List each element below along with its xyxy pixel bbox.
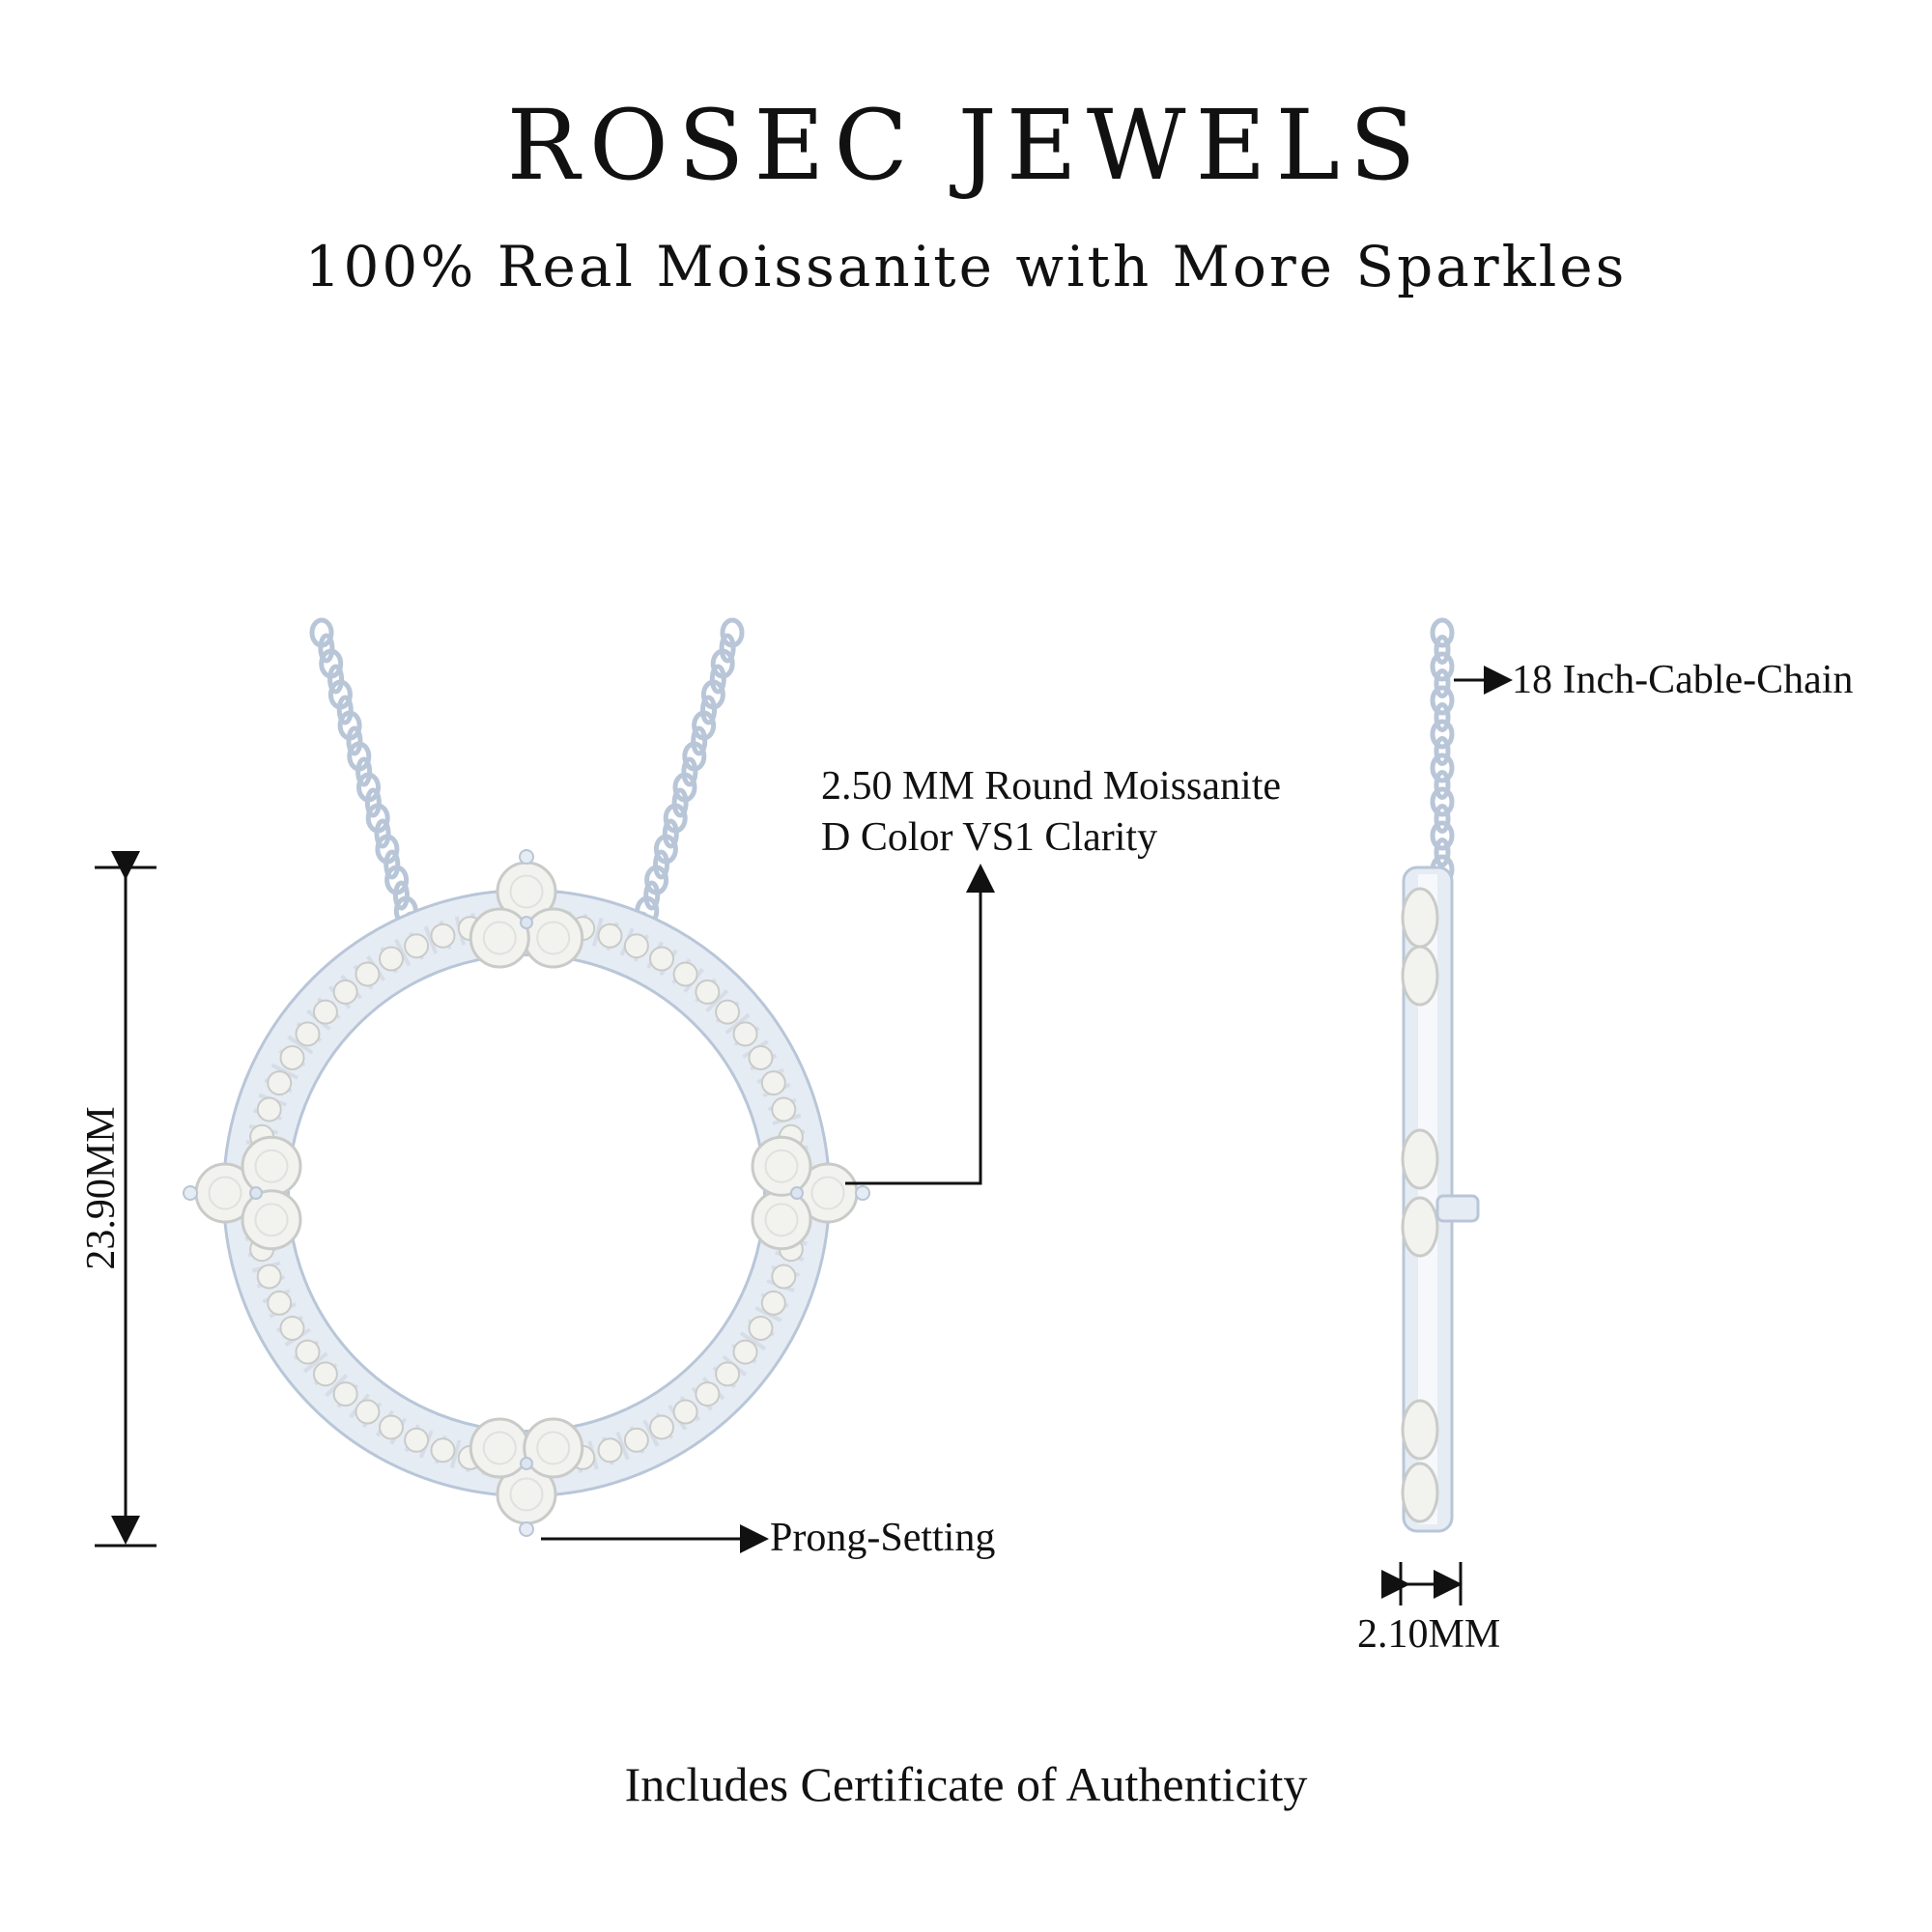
stone-spec-line1: 2.50 MM Round Moissanite xyxy=(821,764,1282,809)
thickness-dimension xyxy=(1381,1562,1463,1605)
pendant-front xyxy=(183,849,870,1537)
thickness-spec: 2.10MM xyxy=(1357,1612,1501,1657)
chain-left xyxy=(309,617,428,957)
stone-spec-line2: D Color VS1 Clarity xyxy=(821,815,1158,860)
setting-spec: Prong-Setting xyxy=(770,1516,996,1560)
stone-clusters xyxy=(183,849,870,1537)
pendant-side xyxy=(1401,866,1480,1533)
chain-right xyxy=(625,617,745,957)
chain-spec: 18 Inch-Cable-Chain xyxy=(1512,658,1854,702)
certificate-note: Includes Certificate of Authenticity xyxy=(624,1757,1308,1811)
chain-side xyxy=(1430,617,1455,885)
brand-tagline: 100% Real Moissanite with More Sparkles xyxy=(304,234,1628,299)
stone-callout-line xyxy=(845,864,995,1185)
height-spec: 23.90MM xyxy=(79,1106,124,1270)
brand-title: ROSEC JEWELS xyxy=(506,89,1426,202)
height-dimension xyxy=(95,851,156,1548)
